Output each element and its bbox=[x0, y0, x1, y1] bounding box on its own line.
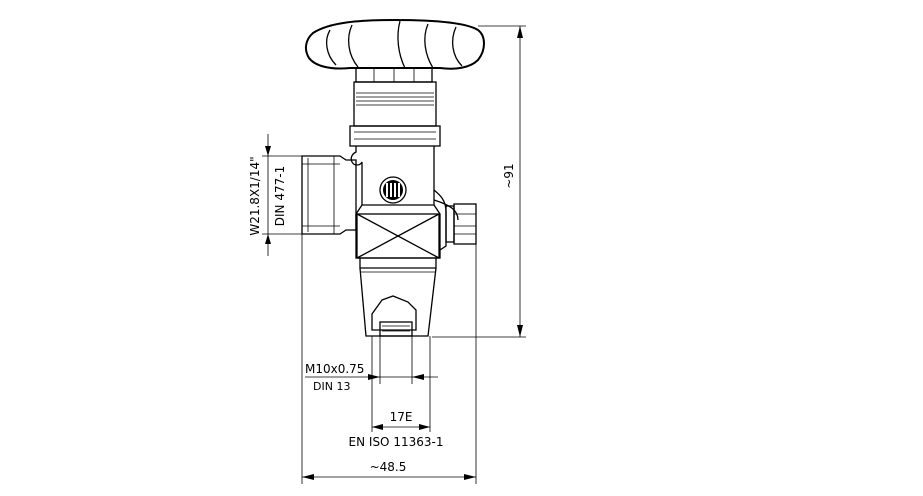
outlet-connection bbox=[301, 155, 357, 235]
manufacturer-logo-icon bbox=[379, 176, 407, 204]
width-dimension: ~48.5 bbox=[301, 234, 477, 484]
height-label: ~91 bbox=[502, 163, 516, 188]
taper-label: 17E bbox=[390, 410, 413, 424]
wrench-flat-square bbox=[356, 213, 440, 259]
bonnet bbox=[349, 81, 441, 147]
valve-body bbox=[350, 146, 459, 259]
taper-standard-label: EN ISO 11363-1 bbox=[349, 435, 444, 449]
inlet-thread-label: M10x0.75 bbox=[305, 362, 364, 376]
outlet-thread-label: W21.8X1/14" bbox=[248, 156, 262, 235]
spindle-nut bbox=[355, 67, 433, 83]
inlet-taper-thread bbox=[359, 258, 437, 337]
inlet-standard-label: DIN 13 bbox=[313, 380, 350, 393]
outlet-thread-dimension: W21.8X1/14" DIN 477-1 bbox=[248, 134, 302, 256]
handwheel bbox=[304, 18, 485, 70]
width-label: ~48.5 bbox=[370, 460, 407, 474]
height-dimension: ~91 bbox=[432, 25, 526, 338]
inlet-thread-dimension: M10x0.75 DIN 13 bbox=[305, 336, 438, 393]
outlet-standard-label: DIN 477-1 bbox=[273, 166, 287, 226]
taper-dimension: 17E EN ISO 11363-1 bbox=[349, 336, 444, 449]
side-port bbox=[445, 203, 477, 245]
